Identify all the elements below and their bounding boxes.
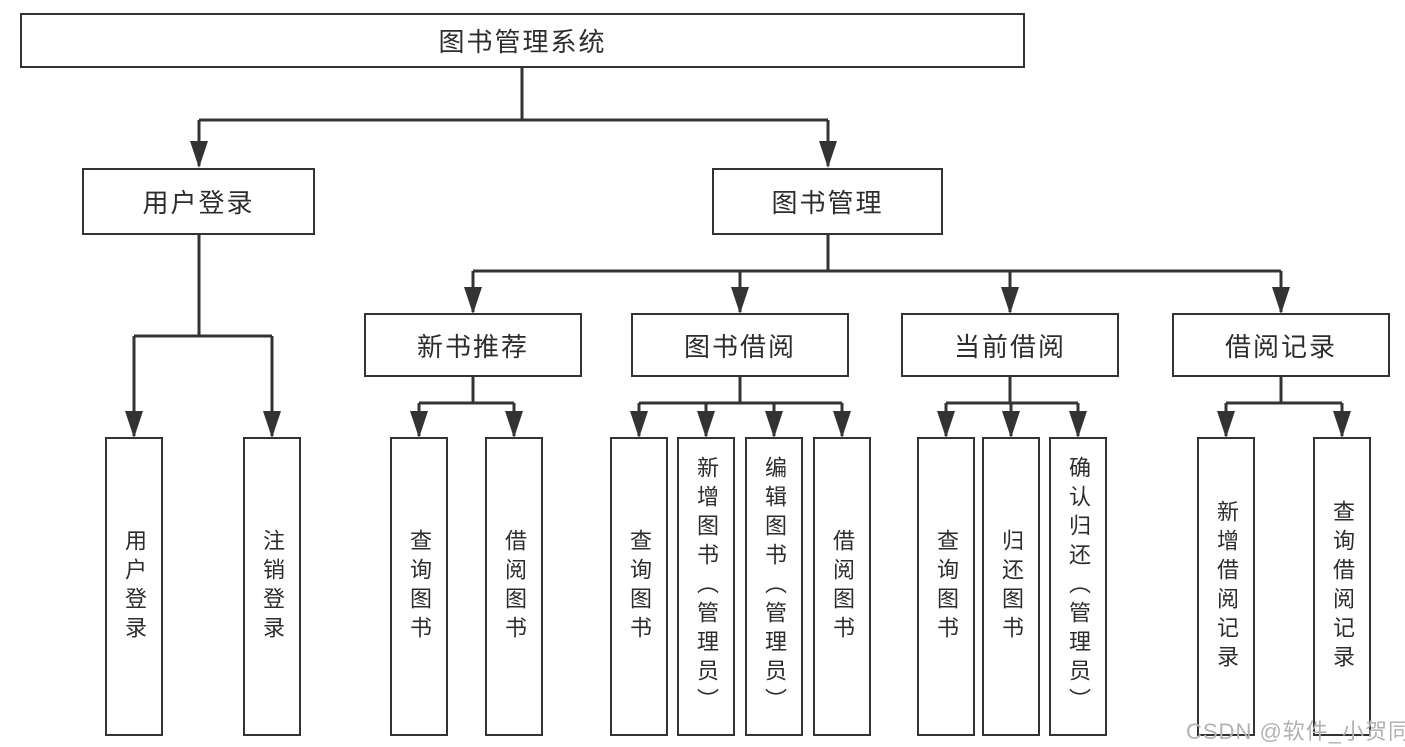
arrow-down-icon bbox=[1217, 411, 1235, 438]
leaf-nbr-query-books: 查询图书 bbox=[390, 437, 448, 736]
leaf-br-add-record-label: 新增借阅记录 bbox=[1214, 499, 1239, 674]
arrow-down-icon bbox=[819, 141, 837, 168]
leaf-cb-return-books-label: 归还图书 bbox=[999, 528, 1024, 645]
node-book-management: 图书管理 bbox=[712, 168, 943, 235]
arrowheads bbox=[125, 141, 1351, 438]
node-book-borrowing: 图书借阅 bbox=[631, 313, 849, 377]
connector-borrow-records-to-leaves bbox=[1224, 377, 1344, 436]
leaf-bb-query-books-label: 查询图书 bbox=[627, 528, 652, 645]
node-borrowing-records-label: 借阅记录 bbox=[1224, 331, 1337, 362]
arrow-down-icon bbox=[1069, 411, 1087, 438]
arrow-down-icon bbox=[190, 141, 208, 168]
leaf-logout-label: 注销登录 bbox=[260, 528, 285, 645]
leaf-nbr-query-books-label: 查询图书 bbox=[407, 528, 432, 645]
leaf-logout: 注销登录 bbox=[243, 437, 301, 736]
leaf-br-query-record: 查询借阅记录 bbox=[1313, 437, 1371, 736]
node-borrowing-records: 借阅记录 bbox=[1172, 313, 1390, 377]
leaf-cb-query-books: 查询图书 bbox=[917, 437, 975, 736]
leaf-bb-edit-books-admin: 编辑图书（管理员） bbox=[745, 437, 803, 736]
leaf-bb-borrow-books-label: 借阅图书 bbox=[830, 528, 855, 645]
arrow-down-icon bbox=[833, 411, 851, 438]
connector-book-borrow-to-leaves bbox=[637, 377, 844, 436]
arrow-down-icon bbox=[1333, 411, 1351, 438]
node-user-login-label: 用户登录 bbox=[142, 188, 255, 218]
node-root-label: 图书管理系统 bbox=[438, 27, 607, 57]
leaf-bb-add-books-admin-label: 新增图书（管理员） bbox=[694, 456, 719, 717]
leaf-bb-borrow-books: 借阅图书 bbox=[813, 437, 871, 736]
leaf-user-login: 用户登录 bbox=[105, 437, 163, 736]
connector-new-book-rec-to-leaves bbox=[417, 377, 516, 436]
arrow-down-icon bbox=[263, 411, 281, 438]
leaf-cb-query-books-label: 查询图书 bbox=[934, 528, 959, 645]
arrow-down-icon bbox=[1001, 287, 1019, 314]
arrow-down-icon bbox=[1002, 411, 1020, 438]
leaf-user-login-label: 用户登录 bbox=[122, 528, 147, 645]
node-new-book-recommend-label: 新书推荐 bbox=[416, 331, 529, 362]
leaf-cb-confirm-return-admin: 确认归还（管理员） bbox=[1049, 437, 1107, 736]
connector-book-mgmt-to-level2 bbox=[471, 235, 1283, 312]
node-root: 图书管理系统 bbox=[20, 13, 1025, 68]
arrow-down-icon bbox=[505, 411, 523, 438]
connector-root-to-level1 bbox=[197, 68, 830, 166]
node-current-borrowing: 当前借阅 bbox=[901, 313, 1119, 377]
arrow-down-icon bbox=[937, 411, 955, 438]
arrow-down-icon bbox=[125, 411, 143, 438]
node-current-borrowing-label: 当前借阅 bbox=[953, 331, 1066, 362]
connector-paths bbox=[132, 68, 1344, 436]
leaf-bb-edit-books-admin-label: 编辑图书（管理员） bbox=[762, 456, 787, 717]
arrow-down-icon bbox=[410, 411, 428, 438]
leaf-bb-query-books: 查询图书 bbox=[610, 437, 668, 736]
arrow-down-icon bbox=[1272, 287, 1290, 314]
arrow-down-icon bbox=[630, 411, 648, 438]
leaf-cb-confirm-return-admin-label: 确认归还（管理员） bbox=[1066, 456, 1091, 717]
arrow-down-icon bbox=[464, 287, 482, 314]
leaf-br-add-record: 新增借阅记录 bbox=[1197, 437, 1255, 736]
node-book-management-label: 图书管理 bbox=[771, 188, 884, 218]
arrow-down-icon bbox=[731, 287, 749, 314]
leaf-br-query-record-label: 查询借阅记录 bbox=[1330, 499, 1355, 674]
arrow-down-icon bbox=[697, 411, 715, 438]
node-user-login: 用户登录 bbox=[82, 168, 315, 235]
node-book-borrowing-label: 图书借阅 bbox=[683, 331, 796, 362]
connector-user-login-to-leaves bbox=[132, 235, 274, 436]
leaf-cb-return-books: 归还图书 bbox=[982, 437, 1040, 736]
node-new-book-recommend: 新书推荐 bbox=[364, 313, 582, 377]
watermark: CSDN @软件_小贺同学 bbox=[1186, 719, 1405, 744]
leaf-bb-add-books-admin: 新增图书（管理员） bbox=[677, 437, 735, 736]
leaf-nbr-borrow-books: 借阅图书 bbox=[485, 437, 543, 736]
arrow-down-icon bbox=[765, 411, 783, 438]
leaf-nbr-borrow-books-label: 借阅图书 bbox=[502, 528, 527, 645]
